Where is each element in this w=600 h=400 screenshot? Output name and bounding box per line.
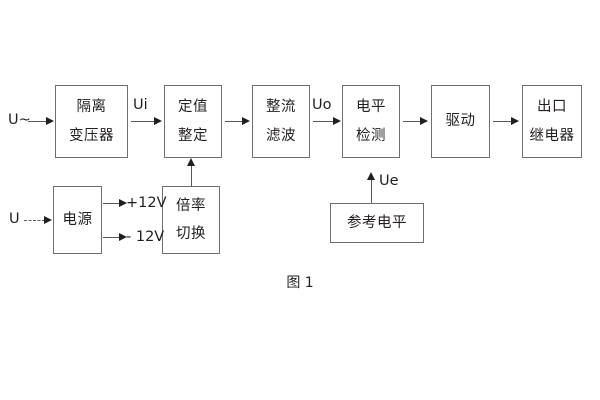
label-dc-input: U [9,211,20,227]
block-line: 变压器 [69,127,114,144]
figure-caption: 图 1 [286,275,314,291]
block-isolation-transformer: 隔离 变压器 [55,85,128,158]
block-line: 电平 [356,99,386,115]
connector-level-drive-line [403,121,421,122]
label-pos12v: +12V [126,195,167,211]
connector-setpoint-rectifier-line [225,121,243,122]
block-multiplier-switch: 倍率 切换 [162,186,220,254]
label-uo: Uo [312,97,332,113]
label-ac-input: U~ [8,112,31,128]
block-level-detection: 电平 检测 [342,85,400,158]
label-ui: Ui [133,97,148,113]
connector-drive-relay-line [493,121,512,122]
block-reference-level: 参考电平 [330,203,424,243]
block-line: 隔离 [76,99,107,115]
block-line: 驱动 [445,113,476,130]
block-line: 检测 [356,127,386,144]
connector-pos12v-line [103,203,120,204]
arrowhead-setpoint-rectifier [242,117,250,125]
label-ue: Ue [379,173,399,189]
block-power-supply: 电源 [53,186,102,254]
arrowhead-ui [154,117,162,125]
block-line: 滤波 [266,127,296,144]
connector-ac-input-line [28,121,47,122]
arrowhead-neg12v [119,233,127,241]
arrowhead-multiplier-setpoint [186,158,195,166]
block-drive: 驱动 [431,85,490,158]
block-line: 继电器 [529,127,575,144]
block-output-relay: 出口 继电器 [522,85,582,158]
block-line: 整定 [178,127,208,144]
block-line: 倍率 [176,197,206,214]
arrowhead-reference-level [366,172,375,180]
block-setpoint-setting: 定值 整定 [164,85,222,158]
block-rectifier-filter: 整流 滤波 [252,85,310,158]
label-neg12v: - 12V [126,229,165,245]
arrowhead-ac-input [46,117,54,125]
arrowhead-level-drive [420,117,428,125]
block-line: 电源 [62,211,93,228]
connector-multiplier-setpoint-line [191,166,192,186]
arrowhead-pos12v [119,199,127,207]
block-line: 整流 [266,99,296,115]
connector-reference-level-line [371,180,372,203]
connector-dc-input-line [24,220,45,221]
arrowhead-drive-relay [511,117,519,125]
block-line: 出口 [537,99,567,115]
arrowhead-uo [333,117,341,125]
arrowhead-dc-input [44,216,52,224]
connector-ui-line [131,121,155,122]
block-line: 定值 [178,99,208,115]
block-line: 切换 [176,226,206,242]
block-line: 参考电平 [347,214,407,231]
connector-neg12v-line [103,237,120,238]
connector-uo-line [313,121,334,122]
